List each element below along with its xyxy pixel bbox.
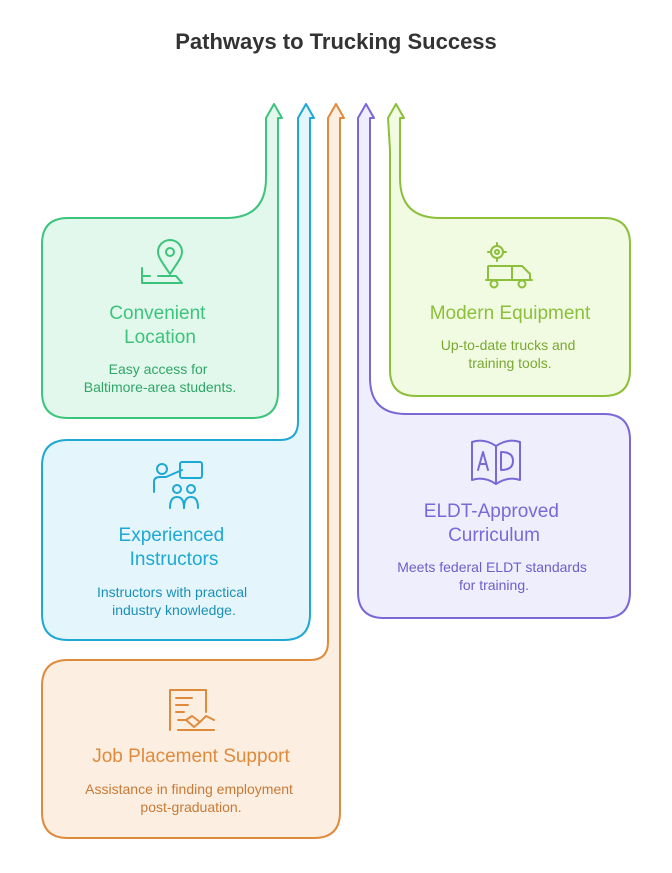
- job-description: Assistance in finding employment post-gr…: [85, 781, 297, 815]
- truck-gear-icon: [485, 242, 533, 289]
- card-curriculum: ELDT-Approved Curriculum Meets federal E…: [357, 103, 631, 619]
- job-title: Job Placement Support: [92, 746, 290, 767]
- card-job-placement: Job Placement Support Assistance in find…: [41, 103, 345, 839]
- teacher-icon: [153, 461, 203, 509]
- location-title: Convenient Location: [109, 303, 210, 348]
- equipment-title: Modern Equipment: [430, 303, 591, 324]
- map-pin-icon: [141, 239, 183, 284]
- card-instructors: Experienced Instructors Instructors with…: [41, 103, 315, 641]
- book-icon: [471, 439, 521, 485]
- instructors-title: Experienced Instructors: [119, 525, 230, 570]
- card-location: Convenient Location Easy access for Balt…: [41, 103, 283, 419]
- curriculum-title: ELDT-Approved Curriculum: [424, 501, 564, 546]
- equipment-description: Up-to-date trucks and training tools.: [441, 337, 580, 371]
- instructors-description: Instructors with practical industry know…: [97, 584, 251, 618]
- location-description: Easy access for Baltimore-area students.: [84, 361, 237, 395]
- diagram-title: Pathways to Trucking Success: [175, 29, 497, 54]
- contract-handshake-icon: [169, 689, 215, 731]
- card-equipment: Modern Equipment Up-to-date trucks and t…: [387, 103, 631, 397]
- curriculum-description: Meets federal ELDT standards for trainin…: [397, 559, 591, 593]
